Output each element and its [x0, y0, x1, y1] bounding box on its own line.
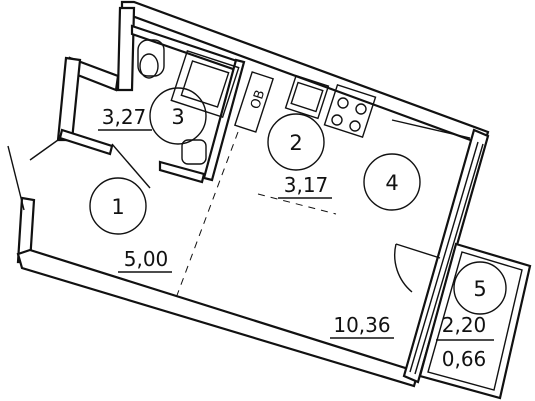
toilet — [137, 39, 165, 77]
room-4-marker: 4 10,36 — [330, 153, 421, 339]
stove — [323, 83, 377, 139]
balcony — [418, 242, 532, 400]
room-5-marker: 5 2,20 0,66 — [436, 261, 507, 371]
room-2-area: 3,17 — [284, 173, 329, 197]
room-3-number: 3 — [171, 105, 184, 129]
room-5-area-reduced: 0,66 — [442, 347, 487, 371]
bathtub — [170, 50, 240, 118]
exterior-walls — [16, 0, 490, 388]
room-5-area: 2,20 — [442, 313, 487, 337]
room-3-area: 3,27 — [102, 105, 147, 129]
room-1-area: 5,00 — [124, 247, 169, 271]
room-3-marker: 3 3,27 — [98, 87, 207, 145]
room-4-area: 10,36 — [333, 313, 390, 337]
room-1-number: 1 — [111, 195, 124, 219]
room-2-number: 2 — [289, 131, 302, 155]
room-2-marker: 2 3,17 — [267, 113, 332, 199]
oven-label: OB — [248, 88, 268, 111]
room-1-marker: 1 5,00 — [89, 177, 172, 273]
fixtures: OB — [137, 39, 377, 165]
zone-boundaries — [175, 119, 471, 299]
washbasin — [181, 139, 207, 165]
kitchen-sink — [284, 74, 330, 120]
room-4-number: 4 — [385, 171, 398, 195]
oven — [234, 71, 274, 133]
room-5-number: 5 — [473, 277, 486, 301]
